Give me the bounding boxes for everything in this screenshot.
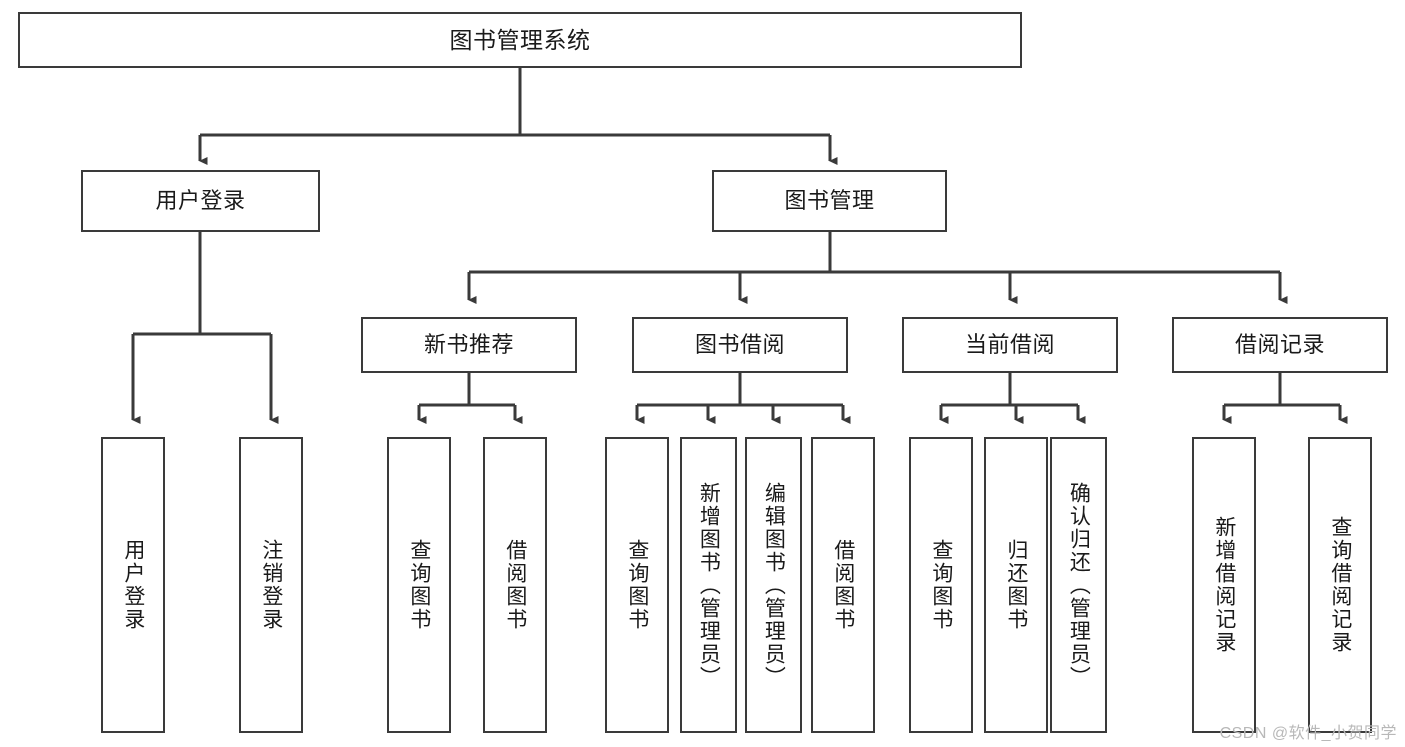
node-leaf-add-record[interactable]: 新增借阅记录	[1192, 437, 1256, 733]
node-leaf-query-book-2-label: 查询图书	[625, 539, 649, 631]
node-leaf-query-book-3-label: 查询图书	[929, 539, 953, 631]
node-leaf-borrow-book-1-label: 借阅图书	[503, 539, 527, 631]
node-book-manage-label: 图书管理	[784, 188, 875, 214]
node-leaf-query-record-label: 查询借阅记录	[1328, 516, 1352, 654]
node-leaf-add-book[interactable]: 新增图书（管理员）	[680, 437, 737, 733]
node-leaf-logout-label: 注销登录	[259, 539, 283, 631]
node-root[interactable]: 图书管理系统	[18, 12, 1022, 68]
node-current-borrow[interactable]: 当前借阅	[902, 317, 1118, 373]
node-leaf-query-book-1[interactable]: 查询图书	[387, 437, 451, 733]
node-user-login[interactable]: 用户登录	[81, 170, 320, 232]
node-borrow-record[interactable]: 借阅记录	[1172, 317, 1388, 373]
node-user-login-label: 用户登录	[155, 188, 246, 214]
node-leaf-borrow-book-2-label: 借阅图书	[831, 539, 855, 631]
node-leaf-query-book-3[interactable]: 查询图书	[909, 437, 973, 733]
node-book-borrow-label: 图书借阅	[694, 332, 785, 358]
node-root-label: 图书管理系统	[449, 26, 591, 53]
watermark-text: CSDN @软件_小贺同学	[1219, 725, 1397, 742]
node-book-manage[interactable]: 图书管理	[712, 170, 947, 232]
node-leaf-add-book-label: 新增图书（管理员）	[697, 481, 721, 689]
node-leaf-logout[interactable]: 注销登录	[239, 437, 303, 733]
node-leaf-borrow-book-1[interactable]: 借阅图书	[483, 437, 547, 733]
node-leaf-add-record-label: 新增借阅记录	[1212, 516, 1236, 654]
node-leaf-borrow-book-2[interactable]: 借阅图书	[811, 437, 875, 733]
node-borrow-record-label: 借阅记录	[1234, 332, 1325, 358]
node-leaf-query-book-2[interactable]: 查询图书	[605, 437, 669, 733]
node-book-borrow[interactable]: 图书借阅	[632, 317, 848, 373]
node-leaf-query-book-1-label: 查询图书	[407, 539, 431, 631]
node-leaf-return-book-label: 归还图书	[1004, 539, 1028, 631]
node-leaf-return-book[interactable]: 归还图书	[984, 437, 1048, 733]
node-leaf-edit-book-label: 编辑图书（管理员）	[762, 481, 786, 689]
node-leaf-user-login-label: 用户登录	[121, 539, 145, 631]
node-leaf-query-record[interactable]: 查询借阅记录	[1308, 437, 1372, 733]
node-leaf-user-login[interactable]: 用户登录	[101, 437, 165, 733]
node-leaf-confirm-return-label: 确认归还（管理员）	[1067, 481, 1091, 689]
node-leaf-confirm-return[interactable]: 确认归还（管理员）	[1050, 437, 1107, 733]
node-new-book-rec[interactable]: 新书推荐	[361, 317, 577, 373]
node-current-borrow-label: 当前借阅	[964, 332, 1055, 358]
node-new-book-rec-label: 新书推荐	[423, 332, 514, 358]
node-leaf-edit-book[interactable]: 编辑图书（管理员）	[745, 437, 802, 733]
